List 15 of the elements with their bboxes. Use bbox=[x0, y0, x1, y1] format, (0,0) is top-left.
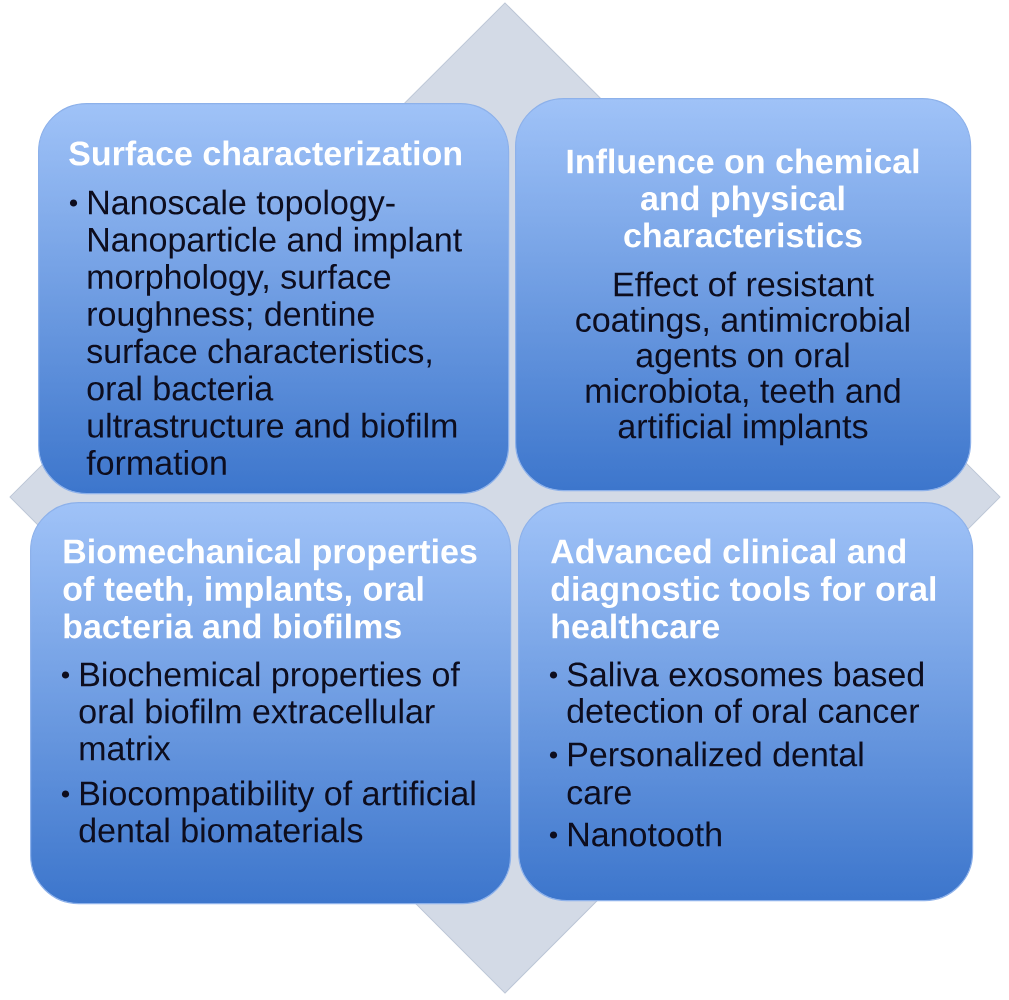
card-heading: Advanced clinical and diagnostic tools for oral healthcare bbox=[551, 538, 936, 639]
topic-card bbox=[515, 98, 972, 492]
card-text: Effect of resistant coatings, antimicrobial agents on oral microbiota, teeth and artificial implants bbox=[576, 271, 909, 446]
bullet-text: Saliva exosomes based detection of oral cancer bbox=[567, 661, 923, 724]
card-heading: Biomechanical properties of teeth, implants, oral bacteria and biofilms bbox=[63, 538, 477, 639]
bullet-text: Nanotooth bbox=[569, 821, 721, 847]
topic-card bbox=[30, 502, 512, 905]
card-heading: Surface characterization bbox=[69, 140, 461, 166]
card-heading: Influence on chemical and physical characteristics bbox=[567, 148, 919, 248]
bullet-text: Nanoscale topology- Nanoparticle and implant morphology, surface roughness; dentine surface characteristics, oral bacteria ultrastructure and biofilm formation bbox=[86, 189, 462, 475]
topic-card bbox=[38, 103, 510, 495]
bullet-text: Personalized dental care bbox=[567, 741, 863, 805]
bullet-text: Biocompatibility of artificial dental biomaterials bbox=[79, 780, 475, 843]
bullet-text: Biochemical properties of oral biofilm extracellular matrix bbox=[79, 661, 460, 761]
topic-card bbox=[518, 502, 974, 902]
